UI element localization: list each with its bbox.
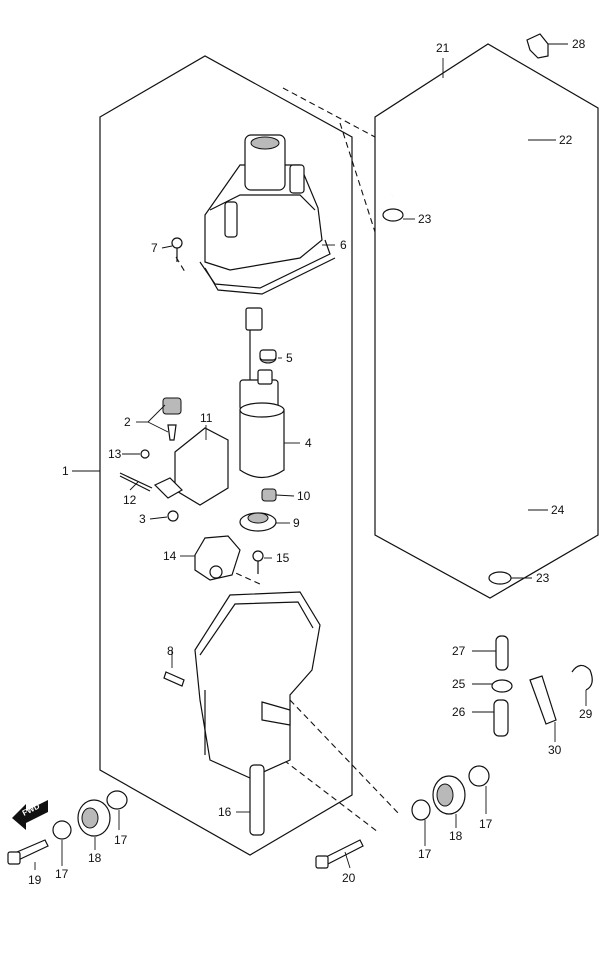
callout-11: 11	[200, 411, 213, 425]
main-assembly-outline	[99, 55, 353, 856]
callout-18-left: 18	[88, 851, 102, 865]
callout-21: 21	[436, 41, 450, 55]
callout-12: 12	[123, 493, 137, 507]
collar-18-right	[432, 775, 466, 815]
bracket-30	[529, 675, 557, 725]
callout-numbers: 1 2 3 4 5 6 7 8 9 10 11 12 13 14 15 16 1…	[28, 37, 593, 887]
collar-18-left	[77, 799, 111, 837]
callout-22: 22	[559, 133, 573, 147]
callout-9: 9	[293, 516, 300, 530]
callout-28: 28	[572, 37, 586, 51]
check-valve-2	[162, 397, 182, 441]
callout-29: 29	[579, 707, 593, 721]
callout-26: 26	[452, 705, 466, 719]
hose-pin	[119, 472, 153, 492]
callout-1: 1	[62, 464, 69, 478]
callout-23-lower: 23	[536, 571, 550, 585]
callout-23-upper: 23	[418, 212, 432, 226]
separator-cover	[199, 134, 336, 295]
hose-26	[493, 699, 509, 737]
callout-19: 19	[28, 873, 42, 887]
grommet-17-right-top	[468, 765, 490, 787]
callout-17-left-bottom: 17	[55, 867, 69, 881]
leader-lines	[34, 43, 587, 870]
small-screw-3	[167, 510, 179, 522]
callout-27: 27	[452, 644, 466, 658]
bolt-19	[7, 839, 49, 865]
callout-17-right-top: 17	[479, 817, 493, 831]
pump-grommet	[259, 349, 277, 364]
plate-9	[239, 512, 277, 532]
callout-24: 24	[551, 503, 565, 517]
screw-7	[171, 237, 183, 262]
joint-27	[495, 635, 509, 671]
clamp-28	[526, 33, 549, 59]
regulator-14	[194, 535, 241, 581]
grommet-17-left-top	[106, 790, 128, 810]
grommet-17-right-bottom	[411, 799, 431, 821]
callout-8: 8	[167, 644, 174, 658]
hose-assembly-outline	[374, 43, 599, 599]
callout-6: 6	[340, 238, 347, 252]
drain-hose-16	[249, 764, 265, 836]
bolt-8	[163, 671, 185, 687]
callout-14: 14	[163, 549, 177, 563]
grommet-17-left-bottom	[52, 820, 72, 840]
callout-25: 25	[452, 677, 466, 691]
seal-10	[261, 488, 277, 502]
callout-16: 16	[218, 805, 232, 819]
screw-15	[252, 550, 264, 574]
callout-30: 30	[548, 743, 562, 757]
callout-10: 10	[297, 489, 311, 503]
callout-2: 2	[124, 415, 131, 429]
fuel-pump	[239, 307, 285, 479]
callout-15: 15	[276, 551, 290, 565]
fwd-arrow-icon	[12, 800, 48, 830]
callout-4: 4	[305, 436, 312, 450]
hose-clip-lower-23	[488, 571, 512, 585]
clip-25	[491, 679, 513, 693]
filter-cover	[153, 427, 229, 506]
callout-17-left-top: 17	[114, 833, 128, 847]
small-screw-13	[140, 449, 150, 459]
callout-20: 20	[342, 871, 356, 885]
callout-18-right: 18	[449, 829, 463, 843]
fuel-hose	[388, 75, 580, 571]
callout-13: 13	[108, 447, 122, 461]
clip-29	[571, 664, 593, 691]
callout-5: 5	[286, 351, 293, 365]
separator-body	[194, 591, 321, 779]
callout-3: 3	[139, 512, 146, 526]
bolt-20	[315, 839, 364, 869]
hose-clip-upper-23	[382, 208, 404, 222]
callout-7: 7	[151, 241, 158, 255]
callout-17-right-bottom: 17	[418, 847, 432, 861]
